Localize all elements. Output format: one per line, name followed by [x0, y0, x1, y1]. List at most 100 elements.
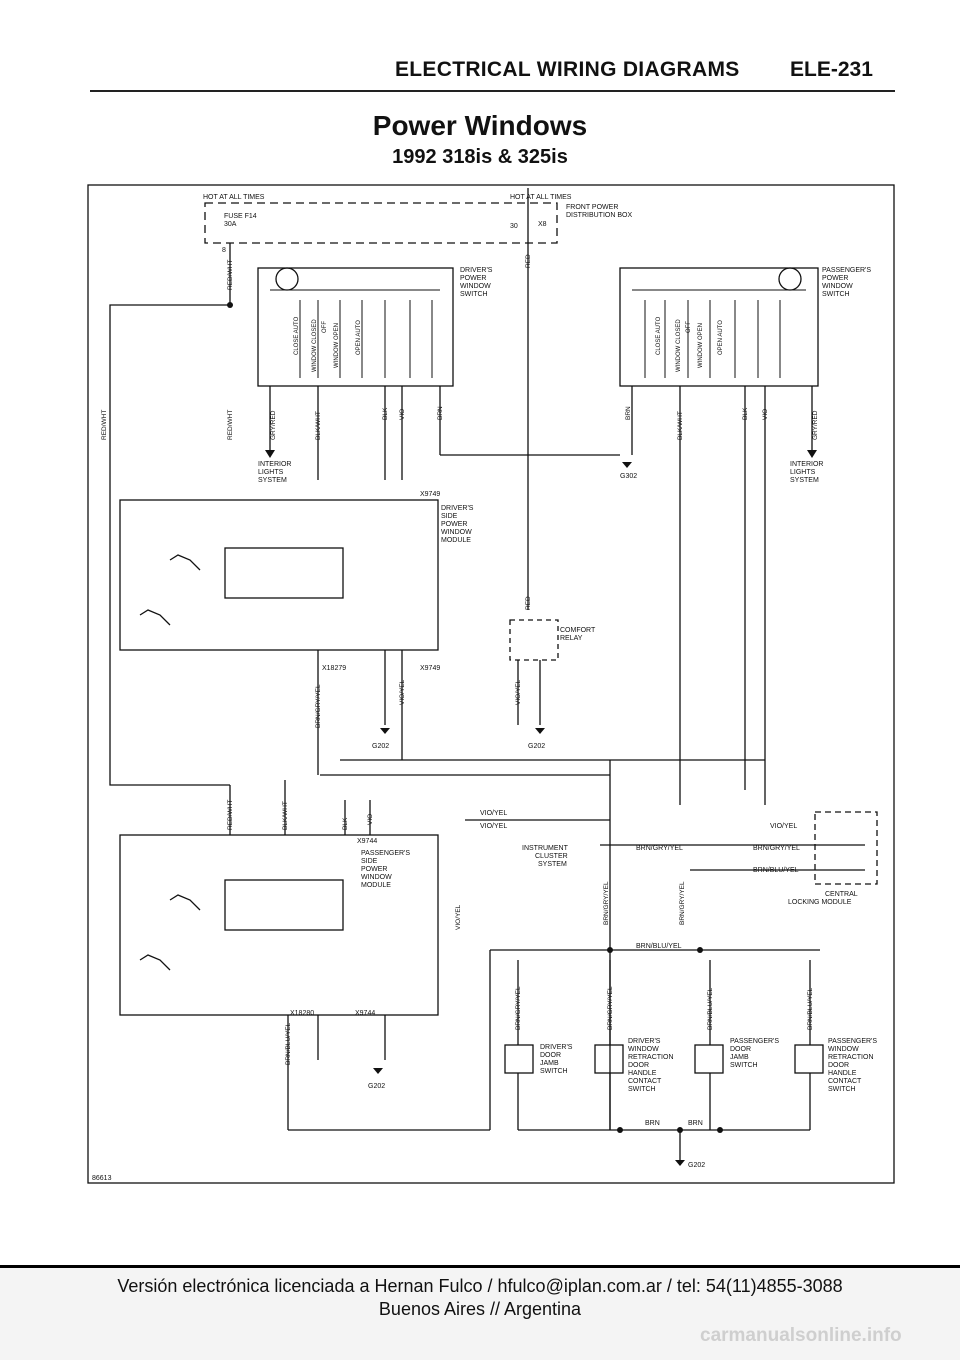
brn-label-2: BRN	[688, 1120, 703, 1127]
drv-pos-window-closed: WINDOW CLOSED	[312, 319, 318, 372]
g202-label-4: G202	[688, 1162, 705, 1169]
passengers-jamb-label-1: PASSENGER'S	[730, 1038, 779, 1045]
drivers-switch-label-2: POWER	[460, 275, 486, 282]
pin8-label: 8	[222, 247, 226, 254]
wire-brn-2: BRN	[625, 406, 632, 420]
hot-label-right: HOT AT ALL TIMES	[510, 194, 572, 201]
x9744-label: X9744	[357, 838, 377, 845]
wire-brn-blu-yel-3: BRN/BLU/YEL	[807, 987, 814, 1030]
pas-pos-close-auto: CLOSE AUTO	[656, 316, 662, 355]
x8-label: X8	[538, 221, 547, 228]
wire-blk-wht-1: BLK/WHT	[315, 411, 322, 440]
drivers-module-label-3: POWER	[441, 521, 467, 528]
drivers-switch-label-4: SWITCH	[460, 291, 488, 298]
passengers-handle-label-2: WINDOW	[828, 1046, 859, 1053]
x18280-label: X18280	[290, 1010, 314, 1017]
pin30-label: 30	[510, 223, 518, 230]
wire-brn-blu-yel-2: BRN/BLU/YEL	[707, 987, 714, 1030]
diagram-subtitle: 1992 318is & 325is	[392, 146, 568, 168]
passengers-handle-label-5: HANDLE	[828, 1070, 857, 1077]
wire-vio-1: VIO	[399, 409, 406, 420]
wire-vio-yel-2: VIO/YEL	[515, 679, 522, 705]
license-line-2: Buenos Aires // Argentina	[378, 1299, 582, 1319]
fuse-amp-label: 30A	[224, 221, 237, 228]
brn-label-1: BRN	[645, 1120, 660, 1127]
drv-pos-close-auto: CLOSE AUTO	[294, 316, 300, 355]
drivers-module-label-5: MODULE	[441, 537, 471, 544]
passengers-module-label-4: WINDOW	[361, 874, 392, 881]
drivers-handle-label-2: WINDOW	[628, 1046, 659, 1053]
drv-pos-off: OFF	[322, 321, 328, 333]
passengers-switch-label-2: POWER	[822, 275, 848, 282]
wire-brn-blu-yel-1: BRN/BLU/YEL	[285, 1022, 292, 1065]
vio-yel-label-1: VIO/YEL	[480, 810, 507, 817]
g202-label-1: G202	[372, 743, 389, 750]
drv-pos-window-open: WINDOW OPEN	[334, 323, 340, 368]
brn-gry-yel-label-1: BRN/GRY/YEL	[636, 845, 683, 852]
wire-gry-red-1: GRY/RED	[270, 410, 277, 440]
wire-vio-yel-3: VIO/YEL	[455, 904, 462, 930]
passengers-switch-label-4: SWITCH	[822, 291, 850, 298]
pas-pos-open-auto: OPEN AUTO	[718, 320, 724, 355]
drivers-jamb-label-1: DRIVER'S	[540, 1044, 573, 1051]
wire-blk-wht-2: BLK/WHT	[677, 411, 684, 440]
wire-brn-gry-yel-5: BRN/GRY/YEL	[607, 986, 614, 1030]
passengers-module-label-2: SIDE	[361, 858, 378, 865]
drivers-module-box	[119, 499, 439, 651]
passengers-jamb-label-2: DOOR	[730, 1046, 751, 1053]
passengers-module-label-1: PASSENGER'S	[361, 850, 410, 857]
passengers-handle-label-1: PASSENGER'S	[828, 1038, 877, 1045]
central-locking-box	[814, 811, 878, 885]
x18279-label: X18279	[322, 665, 346, 672]
interior-lights-right-2: LIGHTS	[790, 469, 816, 476]
interior-lights-right-3: SYSTEM	[790, 477, 819, 484]
wire-brn-gry-yel-1: BRN/GRY/YEL	[315, 684, 322, 728]
interior-lights-left-2: LIGHTS	[258, 469, 284, 476]
drivers-handle-label-6: CONTACT	[628, 1078, 662, 1085]
wire-red-1: RED	[525, 254, 532, 268]
pas-pos-off: OFF	[686, 321, 692, 333]
passengers-jamb-label-3: JAMB	[730, 1054, 749, 1061]
central-locking-label-2: LOCKING MODULE	[788, 899, 852, 906]
header-rule	[90, 90, 895, 92]
hot-label-left: HOT AT ALL TIMES	[203, 194, 265, 201]
interior-lights-left-1: INTERIOR	[258, 461, 291, 468]
comfort-relay-label-2: RELAY	[560, 635, 583, 642]
drivers-handle-label-7: SWITCH	[628, 1086, 656, 1093]
wire-vio-2: VIO	[762, 409, 769, 420]
passengers-module-label-3: POWER	[361, 866, 387, 873]
drivers-module-label-2: SIDE	[441, 513, 458, 520]
brn-blu-yel-label-2: BRN/BLU/YEL	[636, 943, 682, 950]
central-locking-label-1: CENTRAL	[825, 891, 858, 898]
x9749-label: X9749	[420, 491, 440, 498]
brn-gry-yel-label-2: BRN/GRY/YEL	[753, 845, 800, 852]
pas-pos-window-closed: WINDOW CLOSED	[676, 319, 682, 372]
wire-blk-1: BLK	[382, 407, 389, 420]
figure-id: 86613	[92, 1175, 112, 1182]
drivers-handle-label-3: RETRACTION	[628, 1054, 674, 1061]
wire-red-wht-3: RED/WHT	[227, 410, 234, 440]
vio-yel-label-3: VIO/YEL	[770, 823, 797, 830]
wire-red-wht-2: RED/WHT	[101, 410, 108, 440]
interior-lights-left-3: SYSTEM	[258, 477, 287, 484]
front-power-label: FRONT POWER	[566, 204, 618, 211]
wire-gry-red-2: GRY/RED	[812, 410, 819, 440]
passengers-handle-label-4: DOOR	[828, 1062, 849, 1069]
distribution-box-label: DISTRIBUTION BOX	[566, 212, 632, 219]
g302-label: G302	[620, 473, 637, 480]
distribution-box	[204, 202, 558, 244]
drivers-handle-label-5: HANDLE	[628, 1070, 657, 1077]
wire-brn-1: BRN	[437, 406, 444, 420]
wire-vio-yel-1: VIO/YEL	[399, 679, 406, 705]
g202-label-2: G202	[528, 743, 545, 750]
passengers-handle-label-6: CONTACT	[828, 1078, 862, 1085]
comfort-relay-box	[509, 619, 559, 661]
wire-blk-3: BLK	[342, 817, 349, 830]
brn-blu-yel-label-1: BRN/BLU/YEL	[753, 867, 799, 874]
passengers-handle-label-3: RETRACTION	[828, 1054, 874, 1061]
g202-label-3: G202	[368, 1083, 385, 1090]
passengers-handle-label-7: SWITCH	[828, 1086, 856, 1093]
drivers-handle-label-4: DOOR	[628, 1062, 649, 1069]
watermark: carmanualsonline.info	[700, 1325, 902, 1346]
